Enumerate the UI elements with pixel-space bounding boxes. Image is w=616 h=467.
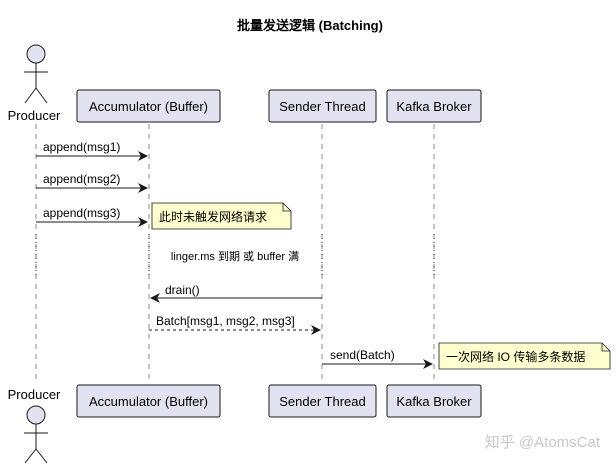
note-no-request-text: 此时未触发网络请求: [159, 209, 267, 224]
broker-label-bottom: Kafka Broker: [396, 394, 472, 409]
send-label: send(Batch): [330, 348, 395, 362]
broker-box-top: [386, 89, 482, 123]
sender-box-bottom: [268, 384, 377, 418]
note-one-io-text: 一次网络 IO 传输多条数据: [446, 349, 585, 364]
sender-label-top: Sender Thread: [279, 99, 366, 114]
note-no-request: [151, 202, 292, 230]
delay-divider: [35, 234, 435, 276]
accumulator-box-top: [76, 89, 221, 123]
watermark: 知乎 @AtomsCat: [485, 434, 601, 451]
sender-label-bottom: Sender Thread: [279, 394, 366, 409]
sender-box-top: [268, 89, 377, 123]
batch-label: Batch[msg1, msg2, msg3]: [156, 314, 295, 328]
broker-box-bottom: [386, 384, 482, 418]
delay-divider-text: linger.ms 到期 或 buffer 满: [171, 250, 299, 263]
accumulator-box-bottom: [76, 384, 221, 418]
producer-actor-bottom: [24, 405, 48, 464]
producer-label-bottom: Producer: [8, 387, 61, 402]
drain-label: drain(): [165, 283, 200, 297]
broker-label-top: Kafka Broker: [396, 99, 472, 114]
append1-label: append(msg1): [43, 140, 120, 154]
append3-label: append(msg3): [43, 206, 120, 220]
note-one-io: [438, 342, 611, 370]
accumulator-label-bottom: Accumulator (Buffer): [89, 394, 208, 409]
append2-label: append(msg2): [43, 172, 120, 186]
producer-label-top: Producer: [8, 108, 61, 123]
producer-actor-top: [24, 44, 48, 104]
diagram-title: 批量发送逻辑 (Batching): [237, 18, 383, 33]
accumulator-label-top: Accumulator (Buffer): [89, 99, 208, 114]
